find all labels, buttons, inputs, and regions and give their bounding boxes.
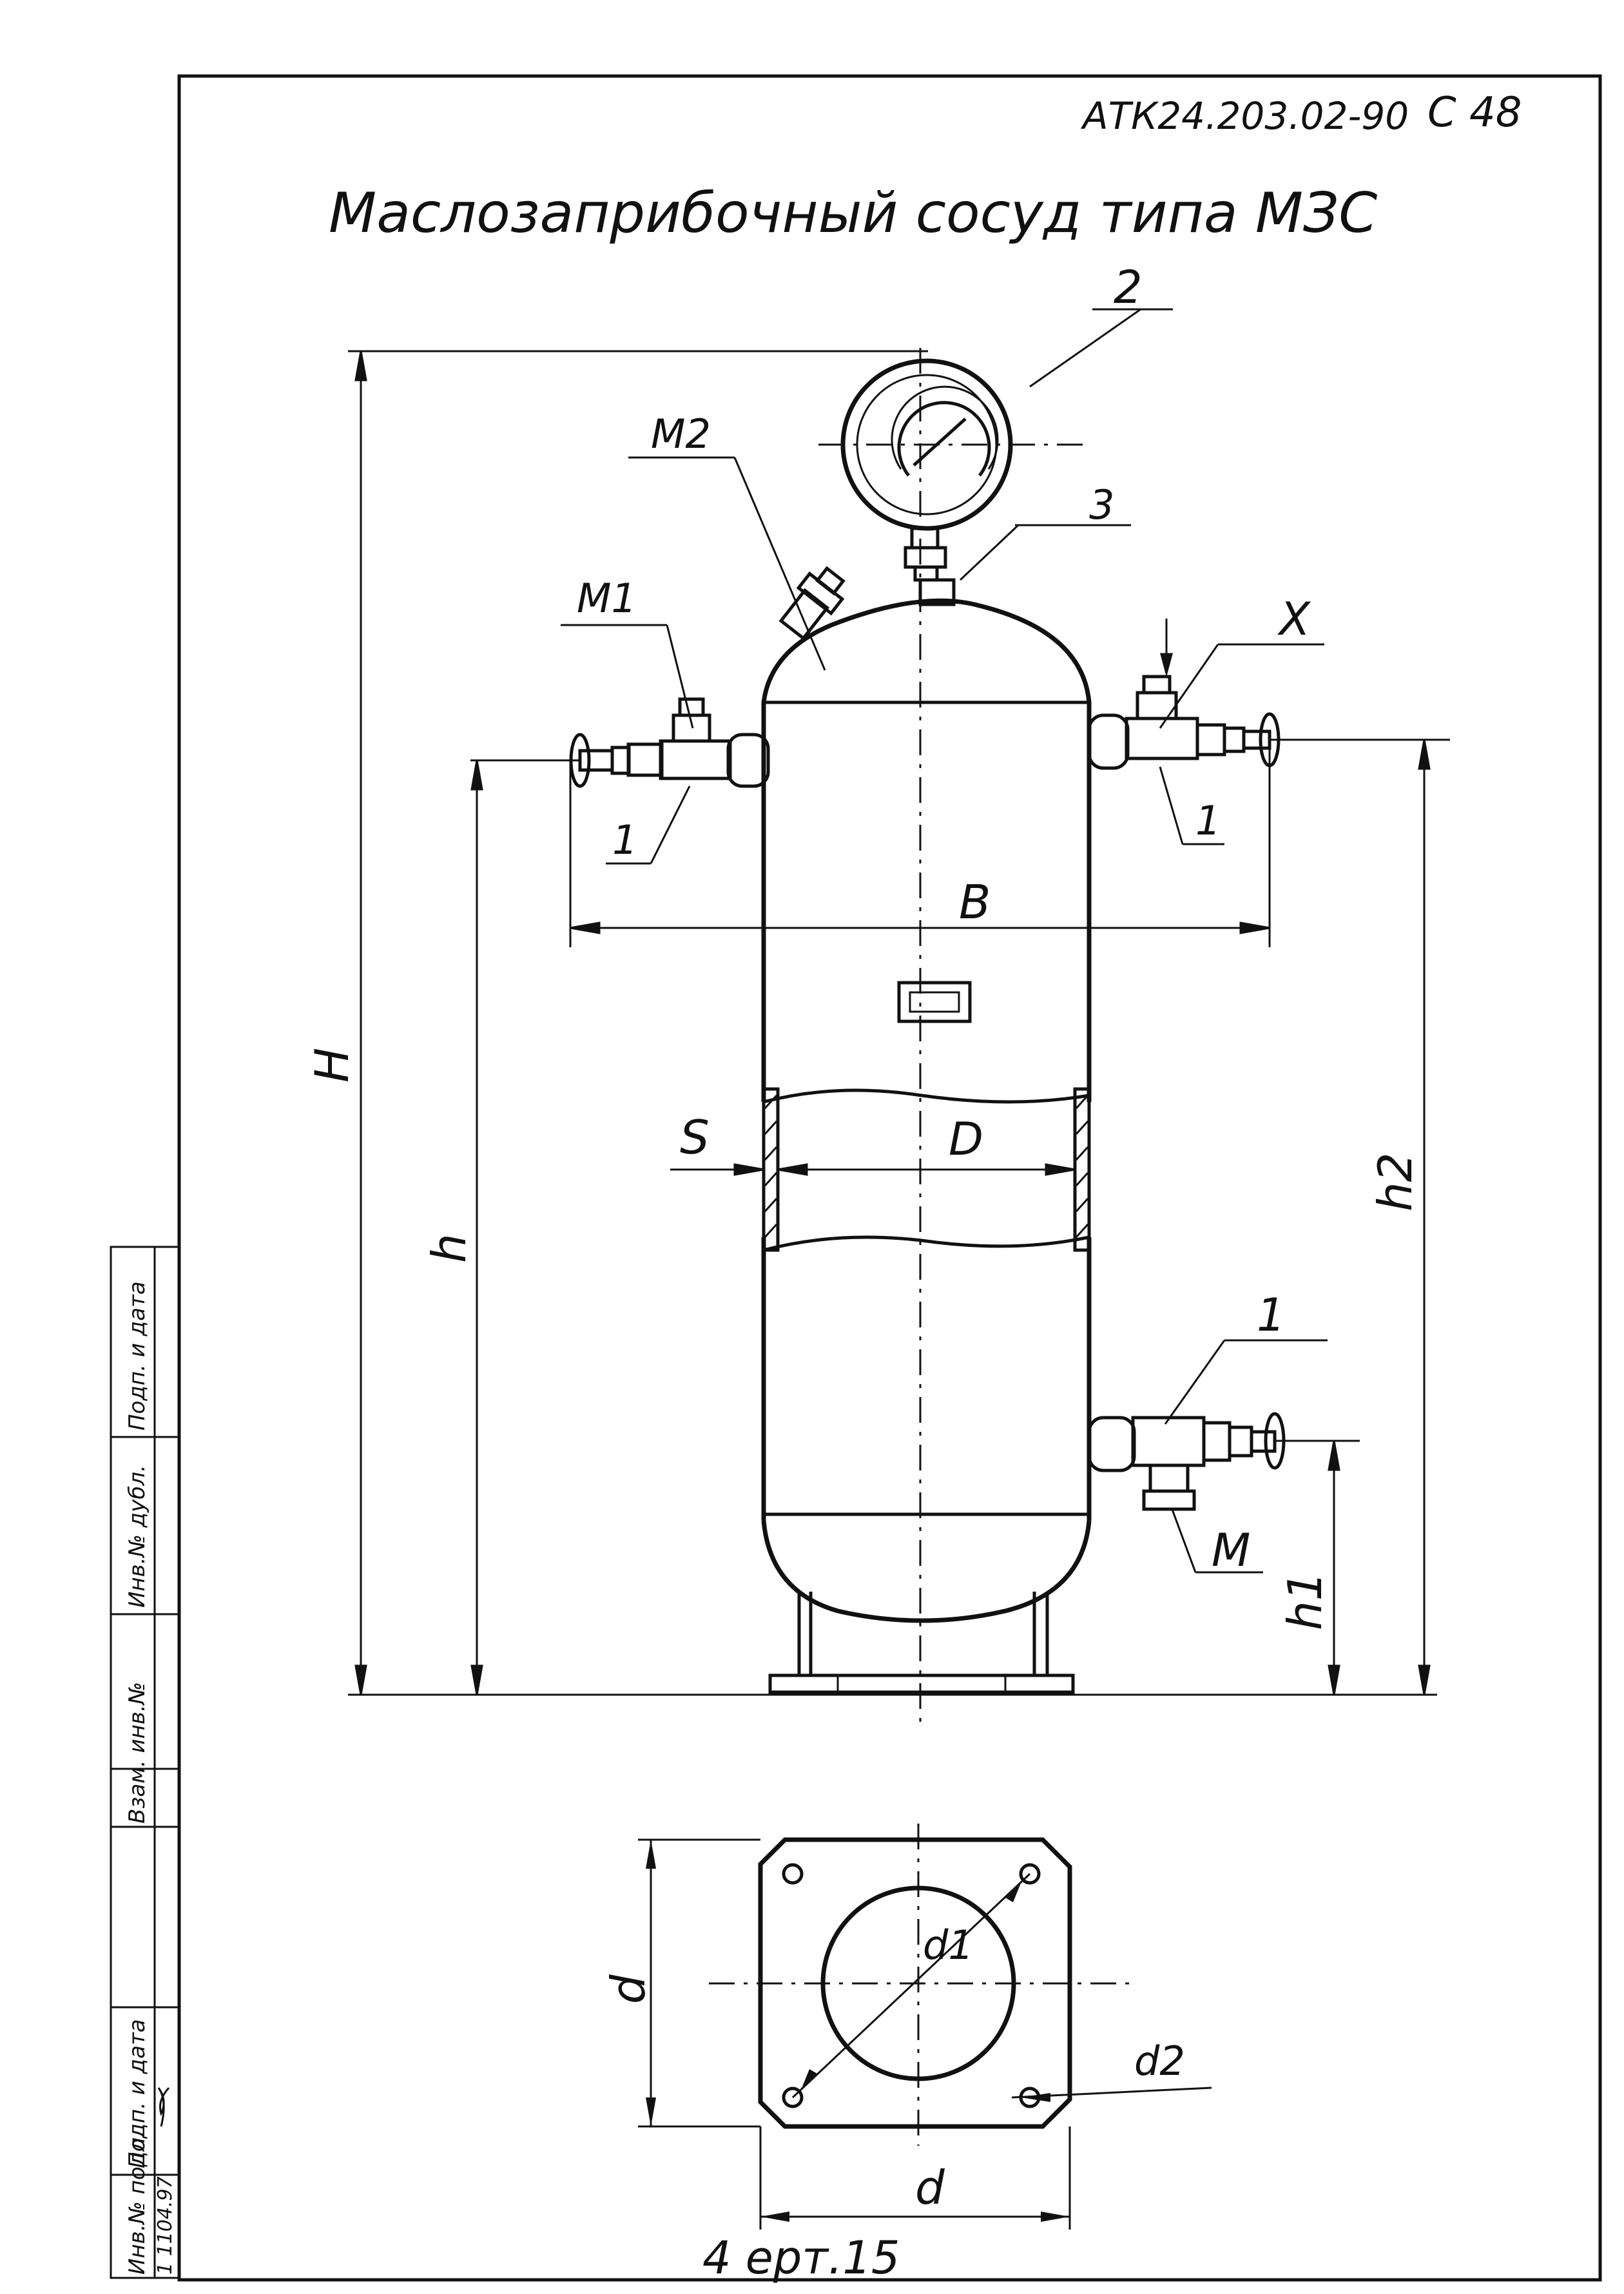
stamp-field-inv-no: Инв.№ подл.	[124, 2130, 150, 2275]
dim-base-d2: d2	[1134, 2038, 1185, 2085]
dim-base-d-vertical: d	[601, 1974, 655, 2004]
callout-cock-left: 1	[612, 816, 637, 863]
stamp-field-dup-inv: Инв.№ дубл.	[124, 1465, 150, 1608]
dim-height-h2: h2	[1368, 1153, 1422, 1211]
callout-valve-m: M	[1212, 1524, 1250, 1577]
sheet-number: С 48	[1427, 89, 1522, 137]
stamp-signature	[157, 2087, 170, 2127]
cock-bottom	[1087, 1412, 1286, 1511]
callout-valve-m2: M2	[651, 410, 711, 458]
pressure-gauge	[818, 358, 1089, 606]
callout-valve-x: X	[1277, 593, 1311, 646]
callout-gauge: 2	[1114, 261, 1143, 314]
valve-m2	[778, 566, 846, 641]
dim-diameter-d: D	[949, 1113, 983, 1166]
callout-gauge-neck: 3	[1089, 481, 1114, 528]
sheet-frame	[177, 74, 1602, 2282]
stamp-value-inv-no: 1 1104.97	[154, 2176, 177, 2275]
dim-height-h: h	[422, 1233, 476, 1263]
dim-base-d1: d1	[923, 1922, 974, 1969]
stamp-field-replace-inv: Взам. инв.№	[124, 1682, 150, 1824]
side-stamp: Подп. и дата Инв.№ дубл. Взам. инв.№ Под…	[110, 1246, 180, 2279]
footer-sheet-ref: 4 ерт.15	[702, 2231, 900, 2284]
leader-lines	[561, 308, 1328, 1574]
dim-wall-s: S	[680, 1110, 710, 1164]
cock-right	[1087, 675, 1281, 770]
dim-width-b: B	[959, 875, 991, 929]
name-plate	[897, 981, 972, 1023]
stamp-field-sign-date: Подп. и дата	[124, 2019, 150, 2168]
dim-base-d-horizontal: d	[915, 2161, 945, 2215]
callout-cock-bottom: 1	[1257, 1289, 1286, 1342]
callout-cock-right: 1	[1195, 797, 1221, 844]
dim-height-h1: h1	[1278, 1572, 1332, 1630]
cock-left	[569, 697, 770, 788]
callout-valve-m1: M1	[577, 575, 637, 622]
document-code: АТК24.203.02-90	[1080, 94, 1409, 138]
dim-total-height: H	[305, 1048, 359, 1083]
vessel-body	[761, 598, 1092, 1694]
drawing-title: Маслозаприбочный сосуд типа МЗС	[329, 181, 1377, 246]
dimension-lines	[348, 350, 1450, 1696]
base-plate-view	[638, 1824, 1212, 2230]
stamp-field-sign-date-top: Подп. и дата	[124, 1281, 150, 1431]
